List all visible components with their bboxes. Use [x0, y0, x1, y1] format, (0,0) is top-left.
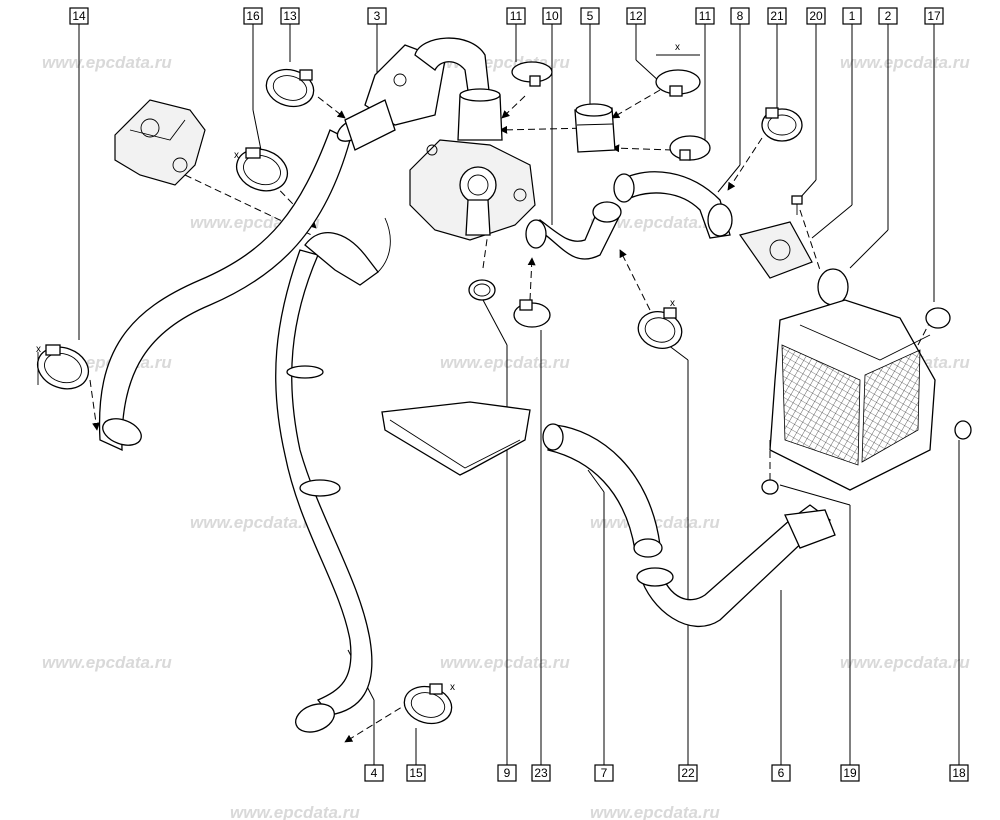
clamp-23: [513, 299, 551, 328]
callout-label: 17: [927, 9, 941, 23]
engine-bracket: [114, 99, 206, 186]
watermark: www.epcdata.ru: [440, 653, 570, 672]
hose-4: [275, 217, 391, 733]
leader-lines: [78, 24, 960, 765]
callout-label: 6: [778, 766, 785, 780]
callouts-top: 14 16 13 3 11 10 5 12 11 8 21 20 1 2 17: [69, 7, 944, 25]
watermark: www.epcdata.ru: [42, 53, 172, 72]
callout-label: 1: [849, 9, 856, 23]
callout-label: 19: [843, 766, 857, 780]
watermark: www.epcdata.ru: [440, 353, 570, 372]
clamp-11: [669, 135, 711, 161]
heat-shield: [381, 401, 531, 476]
callout-label: 2: [885, 9, 892, 23]
callout-label: 20: [809, 9, 823, 23]
watermark: www.epcdata.ru: [230, 803, 360, 820]
callout-label: 11: [510, 9, 523, 23]
dimension-label: x: [234, 150, 239, 161]
callout-label: 4: [371, 766, 378, 780]
hose-connector: [457, 88, 503, 141]
watermark: www.epcdata.ru: [590, 803, 720, 820]
hose-7: [542, 423, 663, 558]
hose-10: [525, 201, 622, 260]
dimension-label: x: [670, 298, 675, 309]
oring-2: [817, 268, 849, 306]
clamp-11: [511, 61, 553, 87]
watermark: www.epcdata.ru: [42, 653, 172, 672]
callout-label: 8: [737, 9, 744, 23]
turbocharger: [409, 139, 536, 241]
callout-label: 13: [283, 9, 297, 23]
callout-label: 12: [629, 9, 643, 23]
sleeve-5: [574, 103, 616, 153]
callout-label: 9: [504, 766, 511, 780]
dimension-label: x: [36, 344, 41, 355]
callout-label: 23: [534, 766, 548, 780]
watermark: www.epcdata.ru: [190, 513, 320, 532]
callout-label: 14: [72, 9, 86, 23]
clamp-12: x: [655, 42, 701, 97]
clamp-13: [265, 68, 315, 108]
sensor-1: [739, 221, 813, 279]
callout-label: 16: [246, 9, 260, 23]
watermark: www.epcdata.ru: [590, 213, 720, 232]
intake-box-3: [344, 37, 491, 151]
callout-label: 5: [587, 9, 594, 23]
watermark-layer: www.epcdata.ru www.epcdata.ru www.epcdat…: [42, 53, 970, 820]
clamp-15: x: [403, 682, 455, 725]
callout-label: 11: [699, 9, 712, 23]
hose-8: [613, 171, 733, 239]
callout-label: 15: [409, 766, 423, 780]
dimension-label: x: [675, 42, 680, 53]
callout-label: 22: [681, 766, 695, 780]
callout-label: 10: [545, 9, 559, 23]
callout-label: 21: [770, 9, 784, 23]
callout-label: 3: [374, 9, 381, 23]
clamp-22: x: [637, 298, 683, 349]
callouts-bottom: 4 15 9 23 7 22 6 19 18: [364, 764, 969, 782]
hose-6: [636, 504, 836, 627]
screw-20: [791, 195, 803, 215]
callout-label: 18: [952, 766, 966, 780]
intercooler: [761, 299, 972, 495]
dimension-label: x: [450, 682, 455, 693]
watermark: www.epcdata.ru: [840, 653, 970, 672]
clamp-16: x: [234, 147, 289, 192]
ring-9: [468, 279, 496, 301]
watermark: www.epcdata.ru: [840, 53, 970, 72]
callout-label: 7: [601, 766, 608, 780]
clamp-14: x: [36, 344, 90, 390]
clamp-21: [761, 107, 803, 142]
